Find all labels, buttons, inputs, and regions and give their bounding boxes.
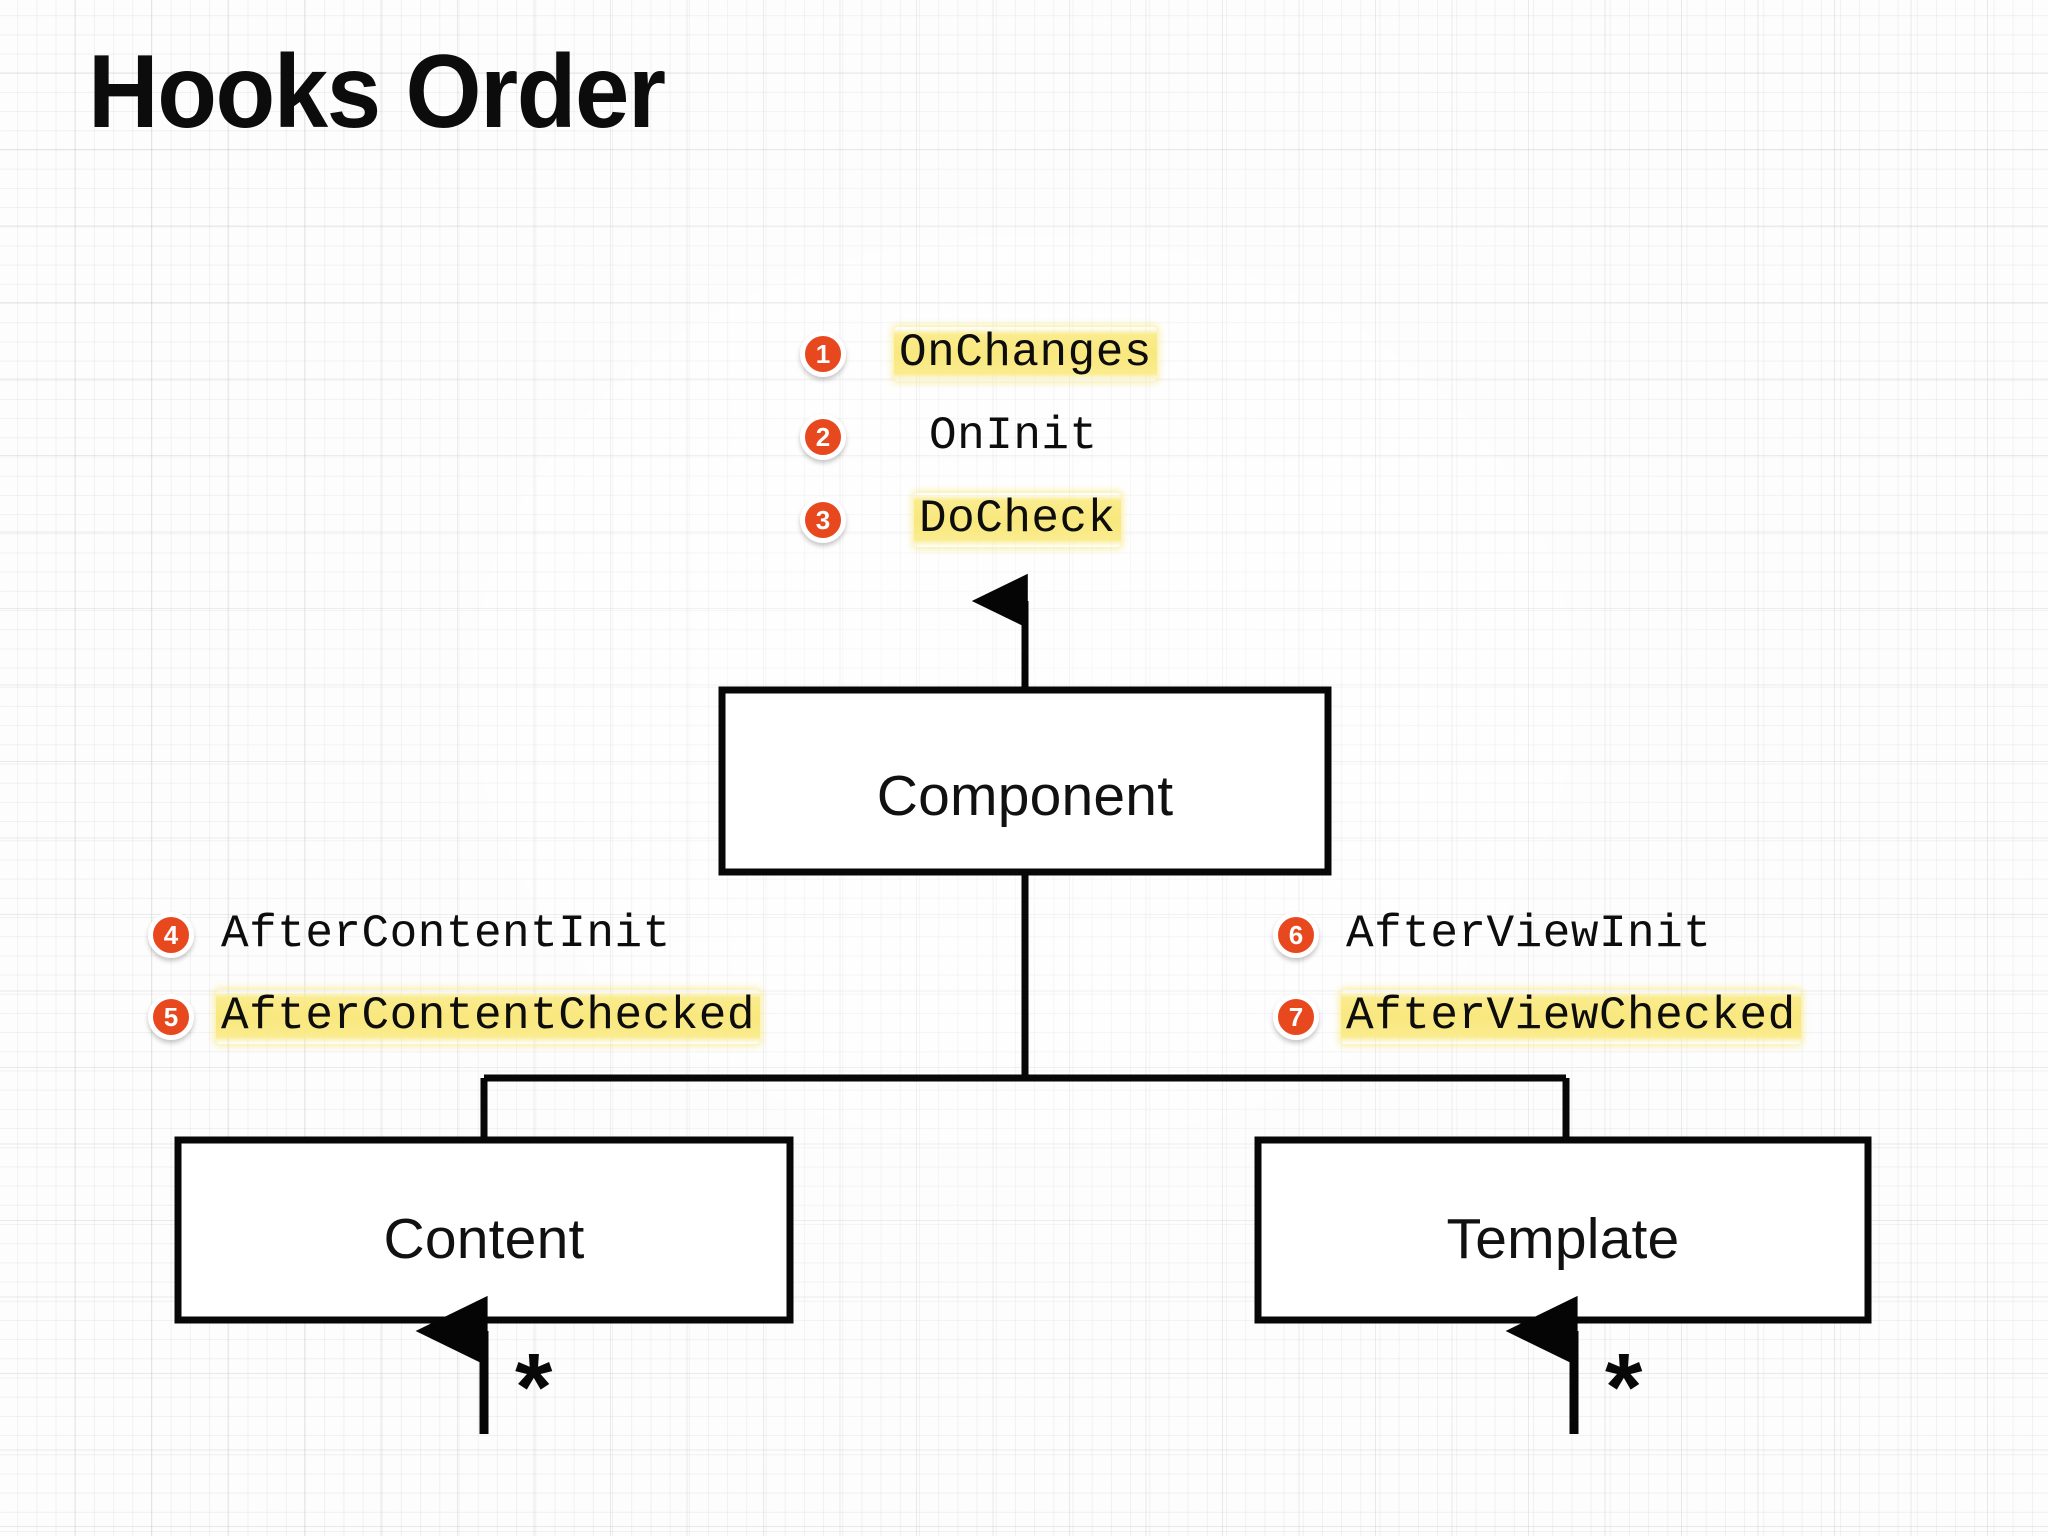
- template-multiplicity-asterisk: *: [1605, 1334, 1643, 1441]
- hook-label-afterviewinit: AfterViewInit: [1346, 908, 1712, 960]
- template-box: [1254, 1136, 1872, 1324]
- hook-badge-6: 6: [1273, 912, 1319, 959]
- hook-label-aftercontentchecked: AfterContentChecked: [216, 990, 760, 1045]
- hook-item-afterviewchecked: 7 AfterViewChecked: [1273, 990, 1801, 1045]
- content-multiplicity-asterisk: *: [515, 1334, 553, 1441]
- hook-item-oninit: 2 OnInit: [800, 410, 1103, 464]
- hook-label-oninit: OnInit: [929, 410, 1098, 462]
- hook-item-afterviewinit: 6 AfterViewInit: [1273, 908, 1716, 962]
- hook-label-aftercontentinit: AfterContentInit: [221, 908, 671, 960]
- hook-badge-1: 1: [800, 331, 846, 378]
- hook-badge-4: 4: [148, 912, 194, 959]
- component-box: [718, 686, 1332, 876]
- hook-label-onchanges: OnChanges: [894, 327, 1157, 382]
- hook-item-onchanges: 1 OnChanges: [800, 327, 1157, 382]
- hook-item-aftercontentchecked: 5 AfterContentChecked: [148, 990, 760, 1045]
- hook-badge-2: 2: [800, 414, 846, 461]
- content-box-label: Content: [383, 1207, 585, 1271]
- hook-item-aftercontentinit: 4 AfterContentInit: [148, 908, 676, 962]
- hook-label-afterviewchecked: AfterViewChecked: [1341, 990, 1801, 1045]
- hook-badge-3: 3: [800, 497, 846, 544]
- hook-badge-7: 7: [1273, 994, 1319, 1041]
- hook-item-docheck: 3 DoCheck: [800, 493, 1121, 548]
- content-box: [174, 1136, 794, 1324]
- hook-label-docheck: DoCheck: [914, 493, 1121, 548]
- component-box-label: Component: [876, 764, 1174, 828]
- hook-badge-5: 5: [148, 994, 194, 1041]
- template-box-label: Template: [1446, 1207, 1680, 1271]
- page-title: Hooks Order: [88, 34, 666, 150]
